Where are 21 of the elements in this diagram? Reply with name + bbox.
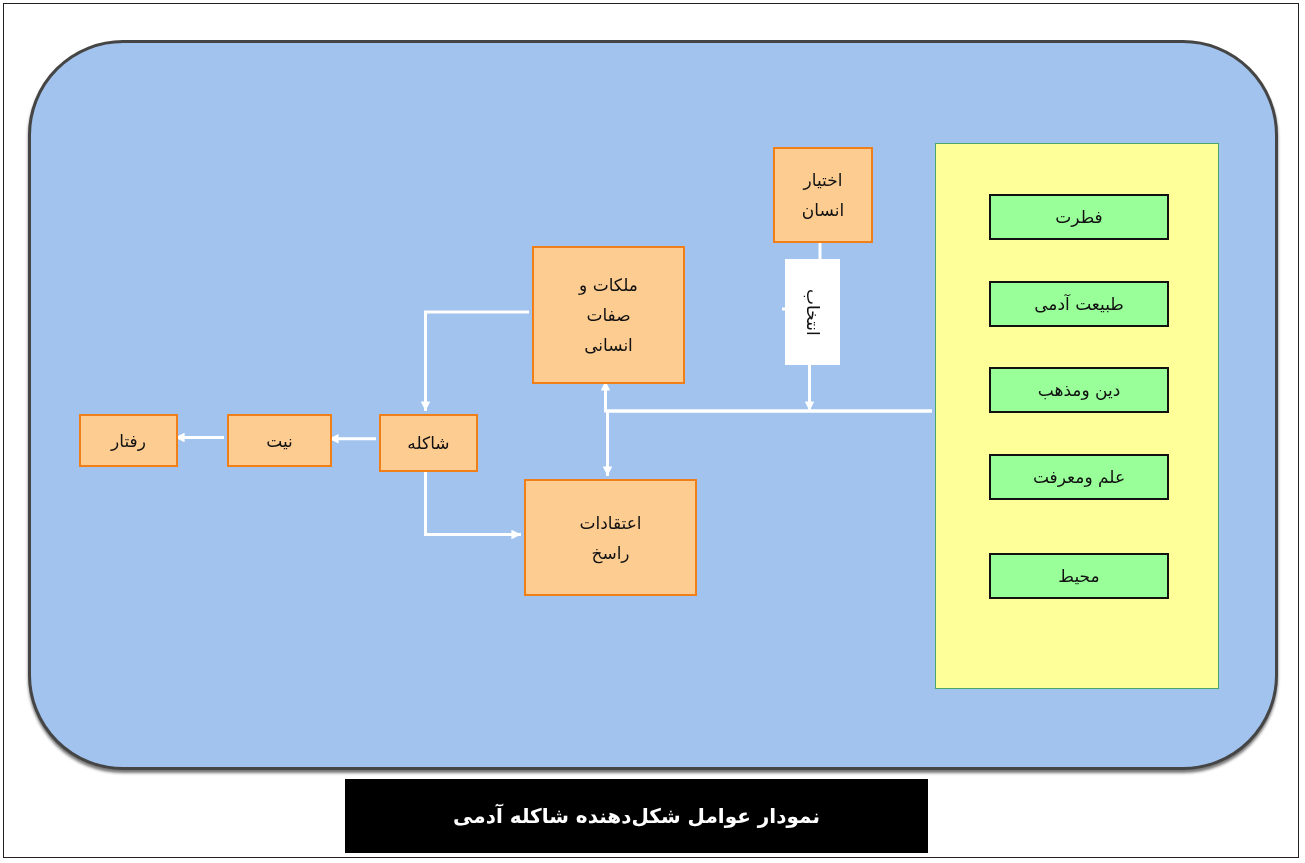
- concept-box: رفتار: [79, 414, 178, 467]
- factor-box: محیط: [989, 553, 1169, 599]
- arrow: [424, 469, 521, 540]
- factor-box: دین ومذهب: [989, 367, 1169, 413]
- factor-box: فطرت: [989, 194, 1169, 240]
- factor-box: علم ومعرفت: [989, 454, 1169, 500]
- choice-box: انتخاب: [785, 259, 840, 365]
- concept-box: نیت: [227, 414, 332, 467]
- caption-banner: نمودار عوامل شکل‌دهنده شاکله آدمی: [345, 779, 928, 853]
- arrow: [420, 310, 529, 411]
- concept-box: اعتقادات راسخ: [524, 479, 697, 596]
- arrow: [602, 409, 932, 476]
- arrow: [804, 362, 815, 411]
- arrow: [175, 432, 224, 443]
- concept-box: شاکله: [379, 414, 478, 472]
- concept-box: اختیار انسان: [773, 147, 873, 243]
- factor-box: طبیعت آدمی: [989, 281, 1169, 327]
- concept-box: ملکات و صفات انسانی: [532, 246, 685, 384]
- rounded-panel: [28, 40, 1278, 770]
- factor-panel: [935, 143, 1219, 689]
- arrow: [329, 433, 376, 444]
